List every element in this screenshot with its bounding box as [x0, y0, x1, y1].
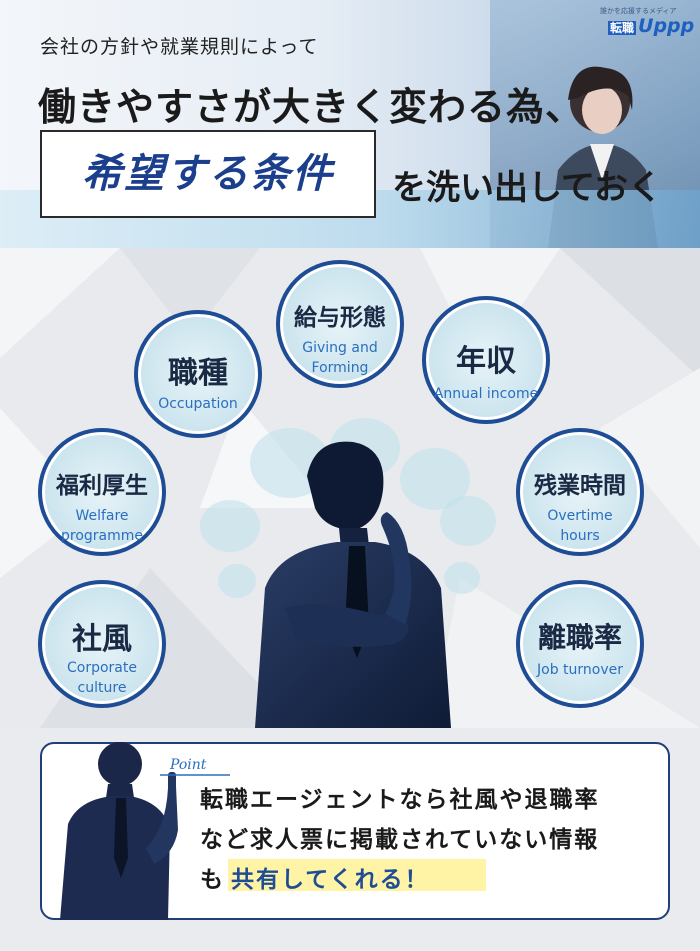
thinking-man-figure: [255, 441, 451, 728]
condition-label: 残業時間: [534, 473, 626, 499]
condition-job-turnover: 離職率 Job turnover: [516, 580, 644, 708]
condition-english: Job turnover: [537, 662, 623, 678]
highlight-box: [40, 130, 376, 218]
condition-label: 福利厚生: [56, 473, 148, 499]
highlight-text: 希望する条件: [82, 150, 334, 197]
text-highlight-marker: [228, 859, 486, 891]
condition-english: Corporate: [67, 660, 137, 676]
condition-occupation: 職種 Occupation: [134, 310, 262, 438]
condition-label: 給与形態: [294, 305, 386, 331]
condition-english: hours: [560, 528, 600, 544]
condition-english: culture: [77, 680, 127, 696]
condition-pay-structure: 給与形態 Giving and Forming: [276, 260, 404, 388]
condition-label: 職種: [168, 356, 228, 391]
condition-english: Occupation: [158, 396, 238, 412]
point-label: Point: [170, 757, 207, 773]
action-text: を洗い出しておく: [392, 168, 662, 208]
condition-overtime: 残業時間 Overtime hours: [516, 428, 644, 556]
point-text-line2: など求人票に掲載されていない情報: [200, 827, 600, 853]
header-banner: [0, 0, 700, 248]
thought-bubble: [200, 500, 260, 552]
condition-label: 離職率: [537, 621, 622, 654]
logo-name: Uppp: [638, 15, 695, 37]
condition-corporate-culture: 社風 Corporate culture: [38, 580, 166, 708]
thought-bubble: [444, 562, 480, 594]
condition-english: Annual income: [433, 386, 539, 402]
condition-welfare: 福利厚生 Welfare programme: [38, 428, 166, 556]
condition-english: programme: [60, 528, 143, 544]
condition-english: Giving and: [302, 340, 378, 356]
condition-english: Welfare: [75, 508, 129, 524]
condition-english: Overtime: [547, 508, 613, 524]
pointing-man-figure: [60, 742, 178, 920]
condition-label: 社風: [72, 622, 132, 657]
condition-annual-income: 年収 Annual income: [422, 296, 550, 424]
condition-label: 年収: [456, 344, 516, 379]
thought-bubble: [440, 496, 496, 546]
point-text-line3: も共有してくれる！: [200, 860, 430, 894]
thought-bubble: [218, 564, 256, 598]
point-text-emphasis: 共有してくれる！: [231, 867, 430, 893]
condition-english: Forming: [311, 360, 369, 376]
point-text-prefix: も: [200, 867, 225, 893]
logo-tagline: 誰かを応援するメディア: [600, 7, 677, 15]
point-text-line1: 転職エージェントなら社風や退職率: [200, 787, 600, 813]
logo-mark: 転職: [608, 21, 637, 35]
subtitle: 会社の方針や就業規則によって: [40, 36, 319, 58]
headline: 働きやすさが大きく変わる為、: [38, 85, 585, 129]
point-underline: [160, 774, 230, 776]
